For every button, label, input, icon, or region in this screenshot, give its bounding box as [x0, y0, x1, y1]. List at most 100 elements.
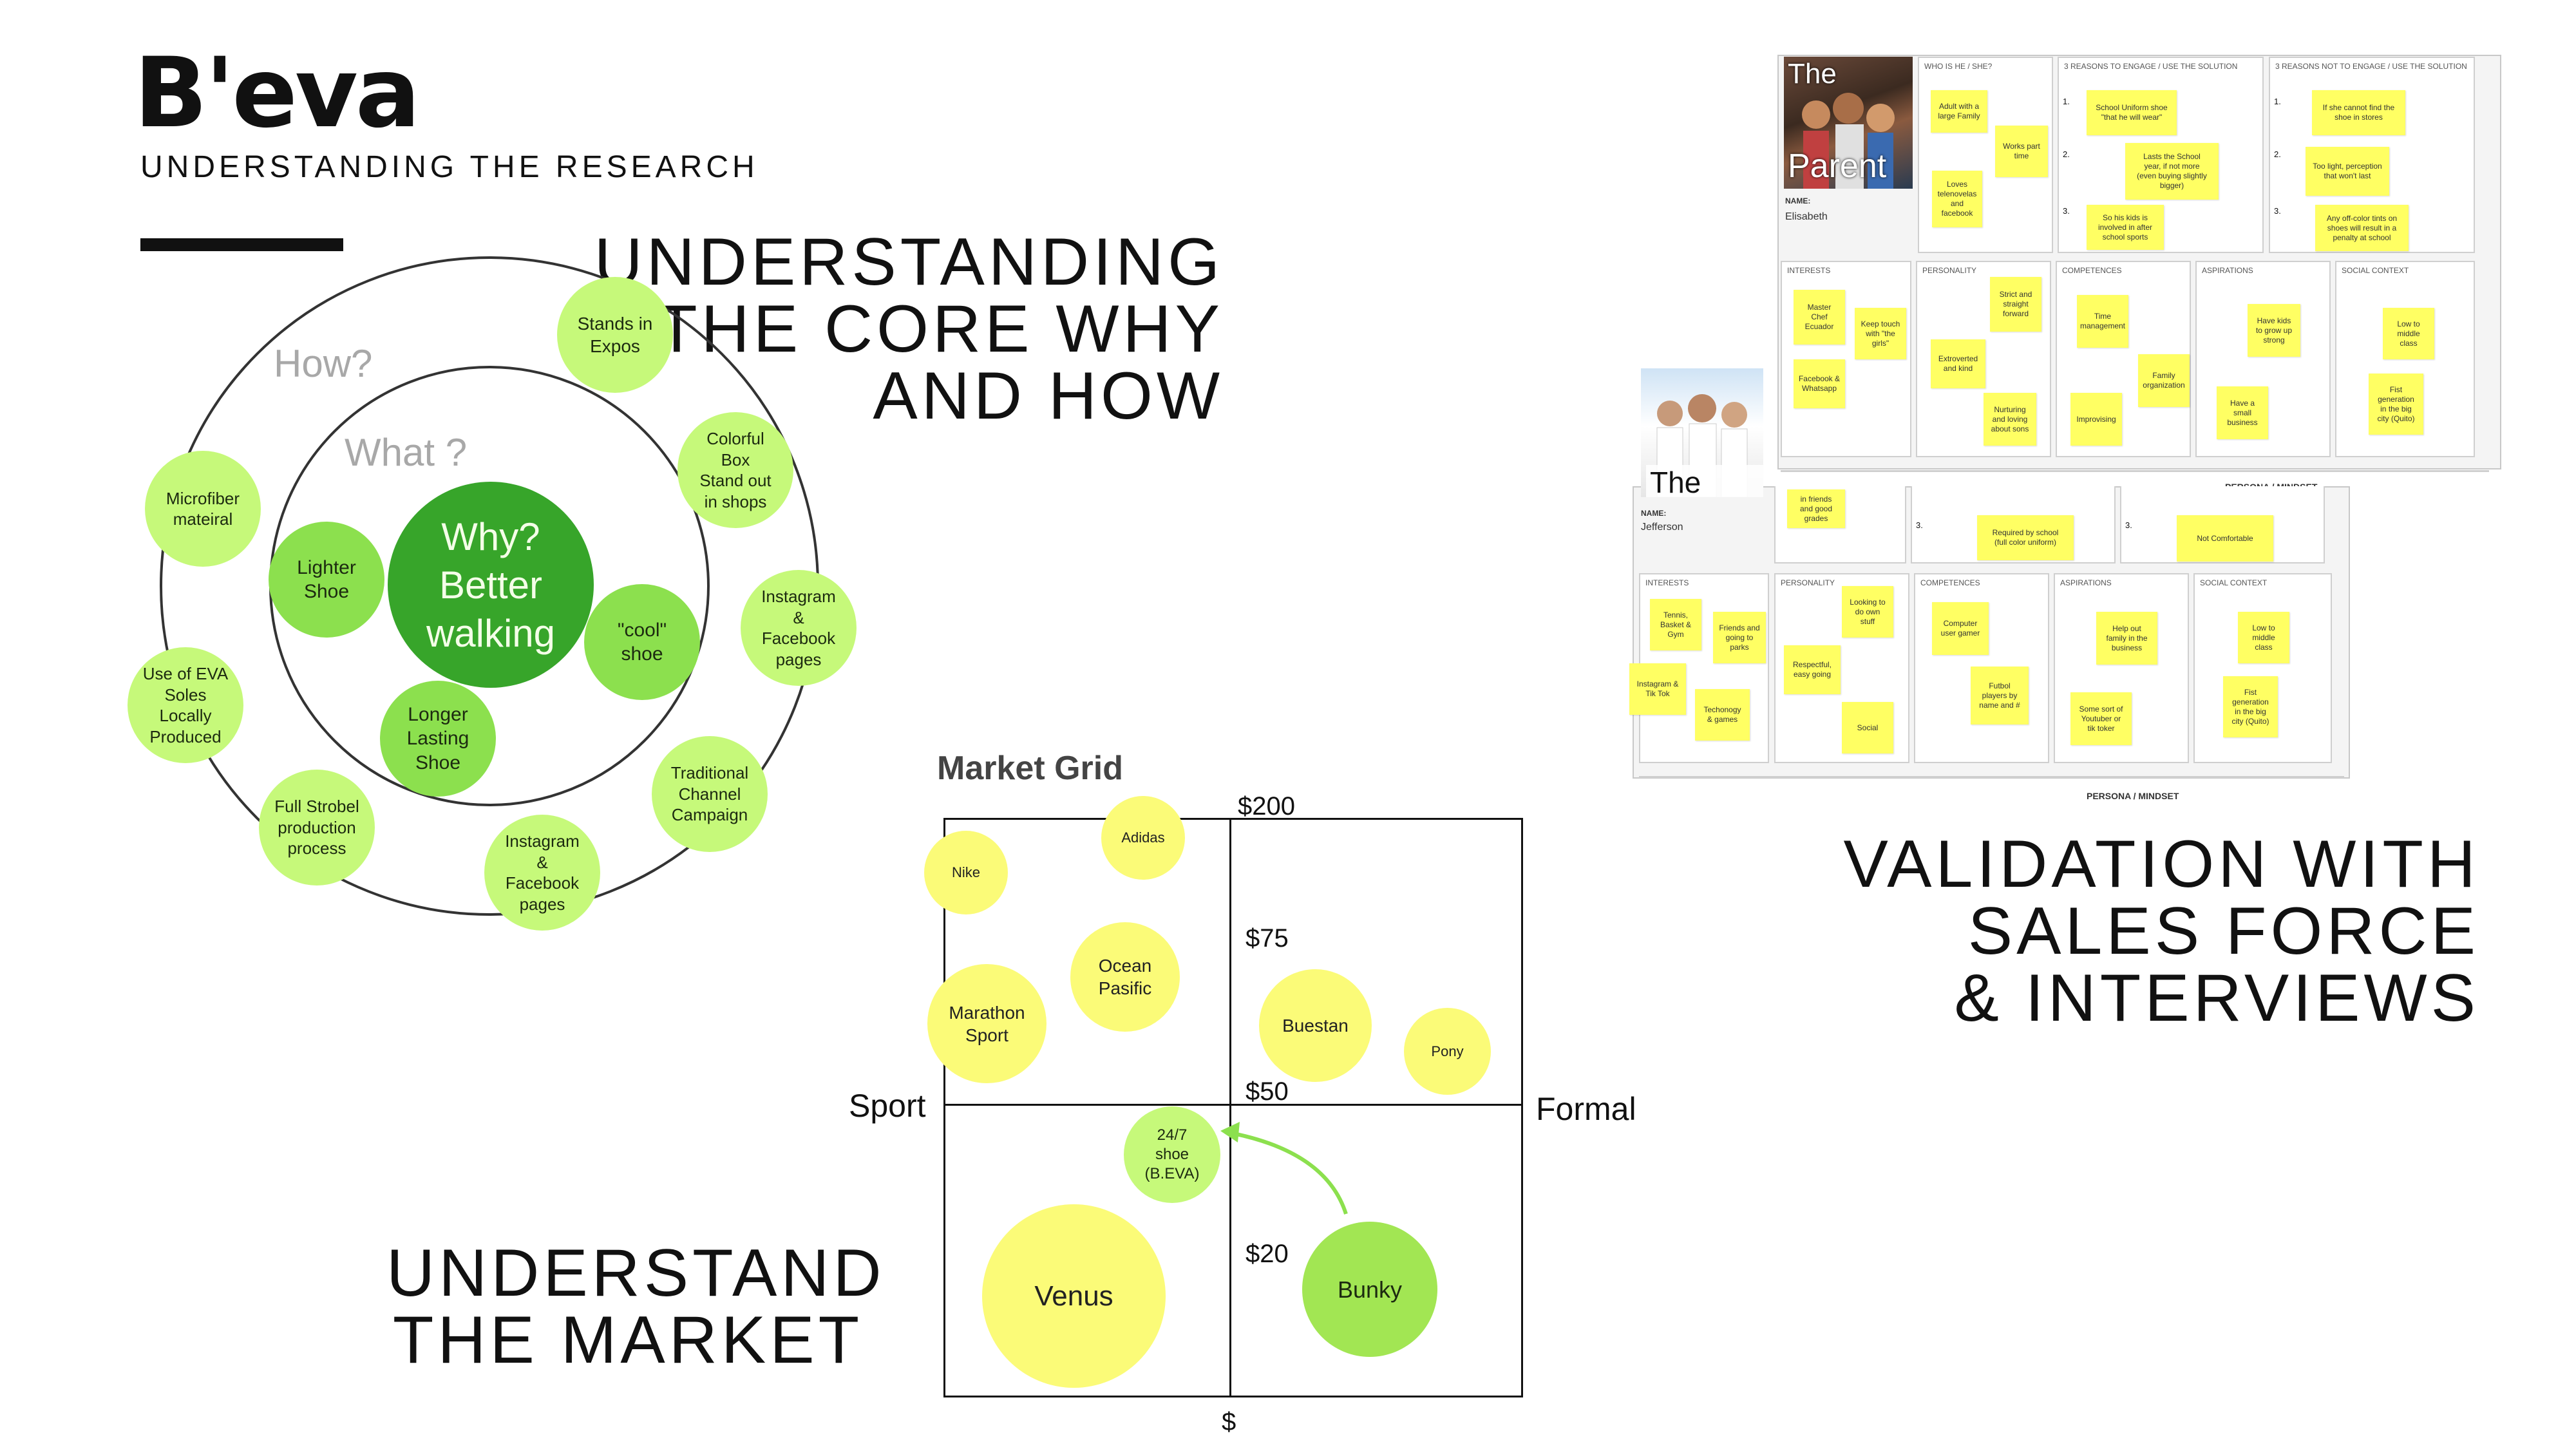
sticky-note: Some sort of Youtuber or tik toker: [2070, 692, 2132, 745]
son-photo: The Son: [1641, 368, 1763, 497]
sticky-note: If she cannot find the shoe in stores: [2312, 90, 2405, 135]
how-bubble-instagram-facebook-1: Instagram & Facebook pages: [741, 570, 857, 686]
brand-bubble-ocean-pasific: Ocean Pasific: [1070, 922, 1180, 1032]
family-photo-icon: [1802, 93, 1895, 189]
brand-bubble-nike: Nike: [924, 831, 1008, 914]
brand-bubble-marathon-sport: Marathon Sport: [927, 964, 1046, 1083]
reason-number-2: 2.: [2063, 149, 2070, 159]
price-label-200: $200: [1238, 792, 1295, 820]
sticky-note: Extroverted and kind: [1931, 339, 1985, 388]
not-reason-number-3: 3.: [2274, 206, 2281, 216]
reason-number-3: 3.: [2063, 206, 2070, 216]
cell-title: SOCIAL CONTEXT: [2200, 578, 2268, 587]
not-reason-number-2: 2.: [2274, 149, 2281, 159]
headline-core-why-how: UNDERSTANDING THE CORE WHY AND HOW: [594, 225, 1224, 433]
sticky-note: Looking to do own stuff: [1842, 586, 1893, 638]
brand-bubble-adidas: Adidas: [1101, 796, 1185, 880]
sticky-note: Futbol players by name and #: [1971, 667, 2029, 724]
brand-bubble-buestan: Buestan: [1259, 969, 1372, 1082]
what-bubble-cool-shoe: "cool" shoe: [584, 584, 700, 700]
sticky-note: Works part time: [1995, 126, 2048, 177]
price-label-50: $50: [1245, 1077, 1289, 1106]
brand-logo: B'eva: [134, 37, 421, 149]
cell-title: COMPETENCES: [2062, 266, 2122, 275]
what-bubble-longer-lasting: Longer Lasting Shoe: [380, 681, 496, 797]
sticky-note: Help out family in the business: [2096, 612, 2157, 665]
how-bubble-strobel-process: Full Strobel production process: [259, 770, 375, 886]
market-grid-horizontal-axis: [943, 1104, 1523, 1106]
sticky-note: School Uniform shoe "that he will wear": [2087, 90, 2177, 135]
son-reason-number-3: 3.: [1916, 520, 1923, 530]
son-photo-label: The Son: [1646, 465, 1763, 497]
sticky-note: Fist generation in the big city (Quito): [2369, 374, 2423, 435]
sticky-note: Techonogy & games: [1695, 689, 1750, 741]
sticky-note: Keep touch with "the girls": [1855, 308, 1906, 359]
cell-title: COMPETENCES: [1920, 578, 1980, 587]
son-footer-rule: [1639, 776, 2344, 778]
cell-title: SOCIAL CONTEXT: [2342, 266, 2409, 275]
what-bubble-lighter-shoe: Lighter Shoe: [269, 522, 384, 638]
sticky-note: Master Chef Ecuador: [1794, 290, 1845, 345]
cell-title: INTERESTS: [1787, 266, 1831, 275]
how-bubble-stands-in-expos: Stands in Expos: [557, 277, 673, 393]
parent-photo-label-the: The: [1788, 58, 1837, 90]
sticky-note: Family organization: [2138, 354, 2190, 407]
sticky-note: Friends and going to parks: [1713, 612, 1766, 663]
sticky-note: in friends and good grades: [1787, 489, 1845, 528]
parent-reasons-title: 3 REASONS TO ENGAGE / USE THE SOLUTION: [2064, 62, 2238, 71]
sticky-note: Tennis, Basket & Gym: [1650, 599, 1701, 650]
sticky-note: Facebook & Whatsapp: [1794, 359, 1845, 408]
market-grid-frame: [943, 818, 1523, 1397]
why-core-bubble: Why? Better walking: [388, 482, 594, 688]
parent-photo-label-parent: Parent: [1788, 147, 1887, 185]
sticky-note: Low to middle class: [2383, 308, 2434, 359]
reason-number-1: 1.: [2063, 97, 2070, 106]
parent-name: Elisabeth: [1785, 211, 1828, 222]
cell-title: INTERESTS: [1645, 578, 1689, 587]
market-grid-vertical-axis: [1229, 818, 1231, 1397]
sticky-note: Computer user gamer: [1932, 602, 1989, 655]
axis-label-formal: Formal: [1536, 1091, 1636, 1127]
sticky-note: Respectful, easy going: [1784, 645, 1841, 694]
sticky-note: Adult with a large Family: [1931, 90, 1987, 133]
headline-validation: VALIDATION WITH SALES FORCE & INTERVIEWS: [1843, 827, 2479, 1036]
sticky-note: Strict and straight forward: [1990, 277, 2041, 332]
page-subtitle: UNDERSTANDING THE RESEARCH: [140, 150, 759, 184]
cell-title: ASPIRATIONS: [2060, 578, 2112, 587]
sticky-note: Social: [1842, 702, 1893, 753]
market-grid-title: Market Grid: [937, 750, 1123, 787]
how-bubble-microfiber: Microfiber mateiral: [145, 451, 261, 567]
how-bubble-colorful-box: Colorful Box Stand out in shops: [677, 412, 793, 528]
sticky-note: So his kids is involved in after school …: [2087, 205, 2164, 250]
how-bubble-instagram-facebook-2: Instagram & Facebook pages: [484, 815, 600, 931]
axis-label-price: $: [1222, 1408, 1236, 1436]
headline-understand-market: UNDERSTAND THE MARKET: [386, 1236, 886, 1378]
sticky-note: Nurturing and loving about sons: [1984, 393, 2036, 446]
brand-bubble-247-beva: 24/7 shoe (B.EVA): [1124, 1106, 1220, 1203]
cell-title: PERSONALITY: [1922, 266, 1977, 275]
axis-label-sport: Sport: [849, 1088, 926, 1124]
what-label: What ?: [345, 431, 468, 474]
parent-photo: The Parent: [1784, 57, 1913, 189]
sticky-note: Have kids to grow up strong: [2248, 304, 2300, 357]
how-bubble-eva-soles: Use of EVA Soles Locally Produced: [128, 647, 243, 763]
how-label: How?: [274, 342, 373, 385]
sticky-note: Instagram & Tik Tok: [1629, 663, 1686, 715]
sticky-note: Not Comfortable: [2177, 515, 2273, 562]
sticky-note: Any off-color tints on shoes will result…: [2315, 205, 2409, 251]
parent-not-reasons-title: 3 REASONS NOT TO ENGAGE / USE THE SOLUTI…: [2275, 62, 2467, 71]
sticky-note: Have a small business: [2217, 386, 2268, 439]
sticky-note: Lasts the School year, if not more (even…: [2125, 143, 2219, 200]
son-name: Jefferson: [1641, 522, 1683, 533]
brand-bubble-pony: Pony: [1404, 1008, 1491, 1095]
son-not-reason-number-3: 3.: [2125, 520, 2132, 530]
sticky-note: Time management: [2077, 295, 2128, 348]
son-footer-label: PERSONA / MINDSET: [2087, 791, 2179, 801]
sticky-note: Loves telenovelas and facebook: [1932, 171, 1982, 227]
not-reason-number-1: 1.: [2274, 97, 2281, 106]
sticky-note: Low to middle class: [2238, 612, 2289, 663]
sticky-note: Too light, perception that won't last: [2306, 147, 2389, 196]
parent-who-title: WHO IS HE / SHE?: [1924, 62, 1993, 71]
brand-bubble-venus: Venus: [982, 1204, 1166, 1388]
sticky-note: Fist generation in the big city (Quito): [2223, 676, 2278, 737]
